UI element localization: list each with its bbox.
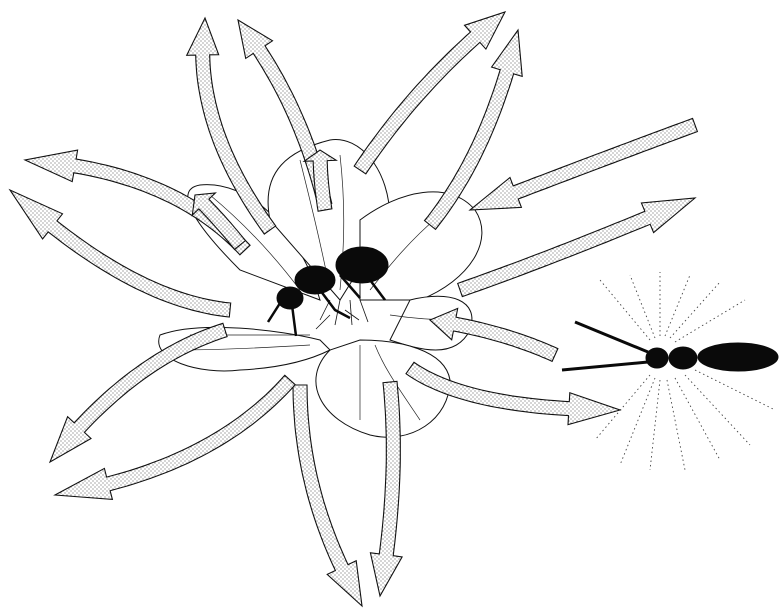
stippled-arrow-8	[430, 308, 558, 361]
petal	[316, 340, 450, 437]
ant-antenna	[292, 305, 296, 336]
motion-line	[665, 275, 690, 336]
stamen	[360, 300, 368, 322]
wasp-head	[646, 348, 668, 368]
motion-line	[630, 275, 655, 338]
motion-line	[650, 380, 660, 470]
ant-head	[277, 287, 303, 309]
wasp-abdomen	[698, 343, 778, 371]
stamen	[345, 310, 359, 320]
stippled-arrow-12	[55, 375, 295, 499]
ant-antenna	[268, 300, 282, 322]
ant-thorax	[295, 266, 335, 294]
stamen	[316, 315, 330, 329]
motion-line	[685, 375, 750, 445]
motion-line	[695, 370, 775, 410]
arrow-layer	[10, 12, 697, 606]
stamen	[350, 300, 352, 325]
stippled-arrow-6	[470, 118, 697, 210]
motion-line	[620, 378, 655, 465]
flying-wasp	[562, 322, 778, 371]
motion-line	[600, 280, 650, 340]
wasp-antenna	[562, 362, 648, 370]
motion-line	[667, 380, 685, 470]
motion-line	[675, 378, 720, 460]
wasp-antenna	[575, 322, 648, 352]
wasp-thorax	[669, 347, 697, 369]
stippled-arrow-7	[458, 198, 695, 297]
